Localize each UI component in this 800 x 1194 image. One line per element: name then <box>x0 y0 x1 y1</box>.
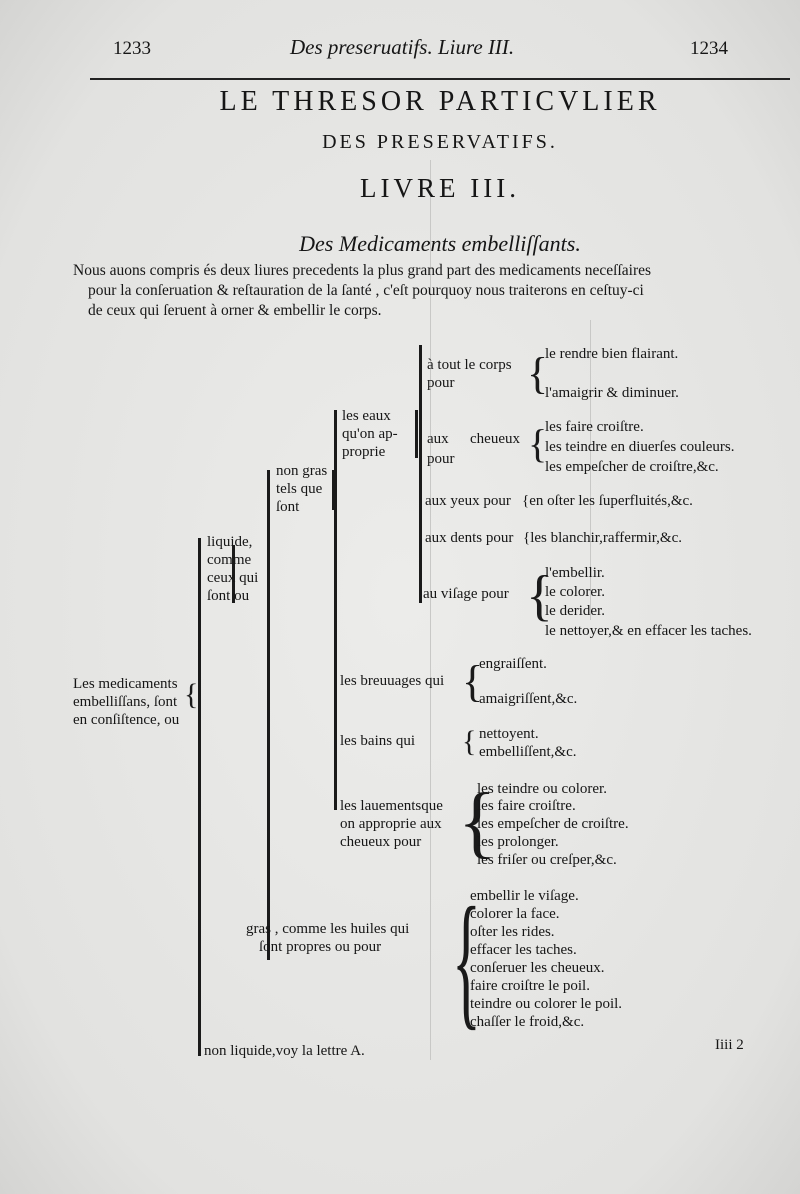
page-number-right: 1234 <box>690 38 728 59</box>
dents-label: aux dents pour <box>425 530 514 546</box>
intro-line: de ceux qui ſeruent à orner & embellir l… <box>88 302 382 319</box>
lauements-label: les lauementsque <box>340 798 443 814</box>
non-liquide-label: non liquide,voy la lettre A. <box>204 1043 365 1059</box>
brace: { <box>462 725 477 758</box>
tree-item: les teindre ou colorer. <box>477 781 607 797</box>
bracket-eaux-close <box>415 410 418 458</box>
non-gras-label: tels que <box>276 481 323 497</box>
tree-item: teindre ou colorer le poil. <box>470 996 623 1012</box>
main-title: LE THRESOR PARTICVLIER <box>219 86 661 117</box>
tree-item: les empeſcher de croiſtre. <box>477 816 629 832</box>
tree-item: amaigriſſent,&c. <box>479 691 578 707</box>
bracket-liquide-non-liquide <box>198 538 201 1056</box>
tree-item: les faire croiſtre. <box>477 798 576 814</box>
non-gras-label: non gras <box>276 463 328 479</box>
tree-item: le nettoyer,& en effacer les taches. <box>545 623 752 639</box>
bracket-liquide-close <box>232 545 235 603</box>
tree-item: conſeruer les cheueux. <box>470 960 605 976</box>
breuuages-label: les breuuages qui <box>340 673 445 689</box>
section-title: Des Medicaments embelliſſants. <box>299 231 581 256</box>
liquide-label: ceux qui <box>207 570 259 586</box>
page-number-left: 1233 <box>113 38 151 59</box>
tree-item: les friſer ou creſper,&c. <box>477 852 617 868</box>
tree-item: chaſſer le froid,&c. <box>470 1014 585 1030</box>
header-rule <box>90 78 790 80</box>
lauements-label: on approprie aux <box>340 816 442 832</box>
brace: { <box>523 530 531 546</box>
tree-item: oſter les rides. <box>470 924 555 940</box>
tree-item: effacer les taches. <box>470 942 577 958</box>
brace: { <box>458 778 497 866</box>
book-title: LIVRE III. <box>360 173 520 203</box>
tree-item: l'amaigrir & diminuer. <box>545 385 679 401</box>
dents-item: les blanchir,raffermir,&c. <box>530 530 682 546</box>
bracket-non-gras-close <box>332 470 335 510</box>
brace: { <box>452 877 481 1043</box>
tree-item: le rendre bien flairant. <box>545 346 679 362</box>
tree-item: les teindre en diuerſes couleurs. <box>545 439 735 455</box>
eaux-label: les eaux <box>342 408 391 424</box>
non-gras-label: ſont <box>276 499 300 515</box>
liquide-label: liquide, <box>207 534 253 550</box>
running-title: Des preseruatifs. Liure III. <box>290 35 515 59</box>
tree-item: colorer la face. <box>470 906 560 922</box>
sub-title: DES PRESERVATIFS. <box>322 131 558 153</box>
tree-item: {les blanchir,raffermir,&c. <box>523 529 682 547</box>
tree-item: l'embellir. <box>545 565 605 581</box>
gras-label: gras , comme les huiles qui <box>246 921 410 937</box>
yeux-item: en oſter les ſuperfluités,&c. <box>529 493 693 509</box>
gras-label: ſont propres ou pour <box>259 939 382 955</box>
bracket-body-parts <box>419 345 422 603</box>
tree-item: faire croiſtre le poil. <box>470 978 590 994</box>
brace: { <box>527 349 549 398</box>
intro-line: pour la conſeruation & reſtauration de l… <box>88 282 644 299</box>
tree-item: embelliſſent,&c. <box>479 744 577 760</box>
root-label: embelliſſans, ſont <box>73 694 178 710</box>
tree-item: nettoyent. <box>479 726 539 742</box>
brace: { <box>522 493 530 509</box>
brace: { <box>462 657 484 706</box>
tree-item: les empeſcher de croiſtre,&c. <box>545 459 719 475</box>
tree-item: les prolonger. <box>477 834 559 850</box>
tout-corps-label: pour <box>427 375 455 391</box>
cheueux-word: cheueux <box>470 431 520 447</box>
lauements-label: cheueux pour <box>340 834 422 850</box>
cheueux-label: aux <box>427 431 449 447</box>
bleed-through-line <box>430 160 431 1060</box>
bains-label: les bains qui <box>340 733 415 749</box>
tree-item: embellir le viſage. <box>470 888 579 904</box>
brace: { <box>528 421 548 466</box>
tree-item: les faire croiſtre. <box>545 419 644 435</box>
brace-root: { <box>184 678 199 711</box>
tree-item: {en oſter les ſuperfluités,&c. <box>522 492 693 510</box>
bleed-through-line <box>590 320 591 620</box>
tree-item: le colorer. <box>545 584 605 600</box>
tout-corps-label: à tout le corps <box>427 357 512 373</box>
bracket-eaux-breuuages-bains-lauements <box>334 410 337 810</box>
root-label: en conſiſtence, ou <box>73 712 180 728</box>
intro-line: Nous auons compris és deux liures preced… <box>73 262 652 279</box>
eaux-label: qu'on ap- <box>342 426 398 442</box>
tree-item: le derider. <box>545 603 605 619</box>
signature-mark: Iiii 2 <box>715 1037 744 1053</box>
liquide-label: comme <box>207 552 252 568</box>
tree-item: engraiſſent. <box>479 656 547 672</box>
eaux-label: proprie <box>342 444 386 460</box>
cheueux-label: pour <box>427 451 455 467</box>
brace: { <box>526 565 553 627</box>
bracket-gras-non-gras <box>267 470 270 960</box>
root-label: Les medicaments <box>73 676 178 692</box>
liquide-label: ſont ou <box>207 588 250 604</box>
visage-label: au viſage pour <box>423 586 509 602</box>
yeux-label: aux yeux pour <box>425 493 511 509</box>
